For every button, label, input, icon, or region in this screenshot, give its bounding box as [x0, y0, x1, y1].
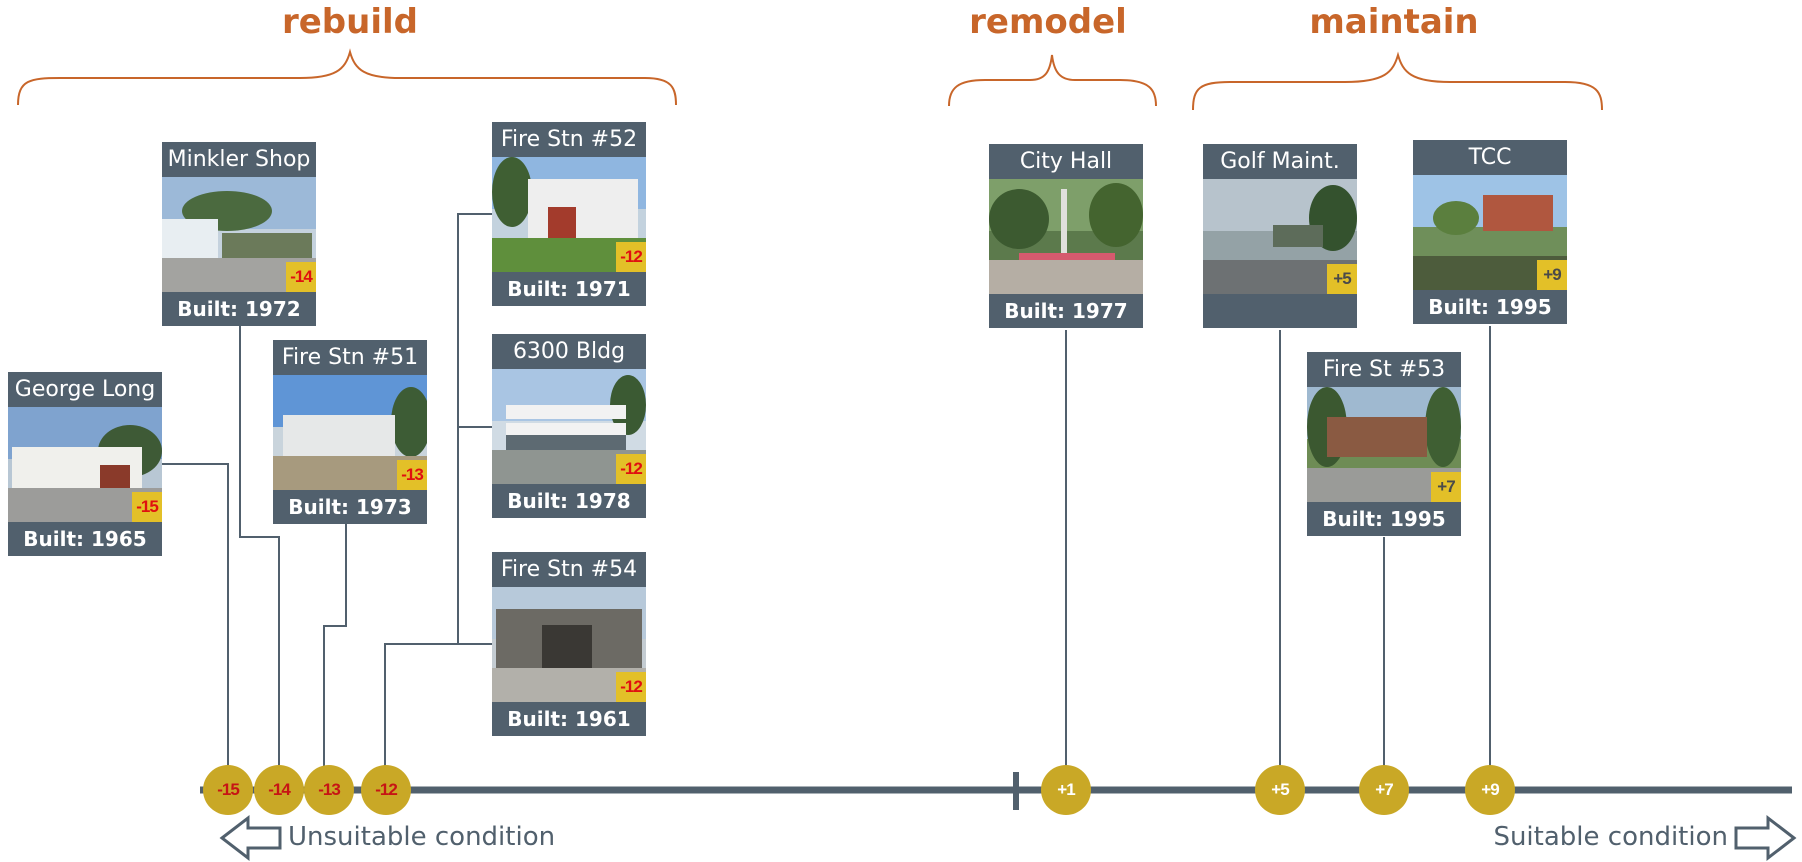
card-george-long: George Long -15 Built: 1965	[8, 372, 162, 556]
card-title: Fire St #53	[1322, 357, 1446, 382]
built-year: Built: 1977	[1004, 299, 1128, 323]
card-title: 6300 Bldg	[512, 339, 626, 364]
connector-george-long	[162, 463, 229, 790]
score-badge: -12	[616, 454, 646, 484]
built-year: Built: 1978	[507, 489, 631, 513]
built-year: Built: 1973	[288, 495, 412, 519]
heading-remodel: remodel	[969, 2, 1127, 42]
brace-rebuild	[17, 48, 677, 106]
connector-minkler-shop	[239, 326, 280, 790]
score-badge: +7	[1431, 472, 1461, 502]
score-badge: -12	[616, 672, 646, 702]
built-year: Built: 1961	[507, 707, 631, 731]
card-title: Fire Stn #54	[500, 557, 638, 582]
score-badge: -14	[286, 262, 316, 292]
card-fire-stn-54: Fire Stn #54 -12 Built: 1961	[492, 552, 646, 736]
building-photo: -13	[273, 375, 427, 490]
card-golf-maint: Golf Maint. +5	[1203, 144, 1357, 328]
timeline-point: -14	[254, 765, 304, 815]
card-tcc: TCC +9 Built: 1995	[1413, 140, 1567, 324]
heading-rebuild: rebuild	[281, 2, 419, 42]
heading-maintain: maintain	[1309, 2, 1479, 42]
timeline-point: +5	[1255, 765, 1305, 815]
card-city-hall: City Hall Built: 1977	[989, 144, 1143, 328]
built-year: Built: 1965	[23, 527, 147, 551]
timeline-point: +7	[1359, 765, 1409, 815]
timeline-point: +1	[1041, 765, 1091, 815]
built-year	[1203, 294, 1357, 328]
built-year: Built: 1995	[1322, 507, 1446, 531]
building-photo: +7	[1307, 387, 1461, 502]
building-photo	[989, 179, 1143, 294]
left-arrow-icon	[219, 814, 282, 862]
card-title: TCC	[1468, 145, 1512, 170]
building-photo: -15	[8, 407, 162, 522]
score-badge: -12	[616, 242, 646, 272]
card-title: City Hall	[1019, 149, 1113, 174]
card-minkler-shop: Minkler Shop -14 Built: 1972	[162, 142, 316, 326]
card-title: Fire Stn #52	[500, 127, 638, 152]
suitable-condition-label: Suitable condition	[1493, 822, 1728, 852]
card-fire-stn-51: Fire Stn #51 -13 Built: 1973	[273, 340, 427, 524]
card-fire-st-53: Fire St #53 +7 Built: 1995	[1307, 352, 1461, 536]
building-photo: -12	[492, 157, 646, 272]
card-title: Fire Stn #51	[281, 345, 419, 370]
building-photo: -12	[492, 587, 646, 702]
timeline-point: +9	[1465, 765, 1515, 815]
brace-remodel	[948, 54, 1157, 107]
building-photo: +9	[1413, 175, 1567, 290]
brace-maintain	[1192, 51, 1603, 111]
built-year: Built: 1971	[507, 277, 631, 301]
unsuitable-condition-label: Unsuitable condition	[288, 822, 556, 852]
card-title: Minkler Shop	[167, 147, 311, 172]
score-badge: -13	[397, 460, 427, 490]
right-arrow-icon	[1734, 814, 1797, 862]
score-badge: +5	[1327, 264, 1357, 294]
score-badge: -15	[132, 492, 162, 522]
card-6300-bldg: 6300 Bldg -12 Built: 1978	[492, 334, 646, 518]
card-title: George Long	[14, 377, 156, 402]
card-title: Golf Maint.	[1220, 149, 1340, 174]
built-year: Built: 1995	[1428, 295, 1552, 319]
building-photo: -12	[492, 369, 646, 484]
timeline-point: -15	[203, 765, 253, 815]
built-year: Built: 1972	[177, 297, 301, 321]
building-photo: -14	[162, 177, 316, 292]
score-badge: +9	[1537, 260, 1567, 290]
building-photo: +5	[1203, 179, 1357, 294]
connector-fire-stn-51	[323, 524, 347, 790]
card-fire-stn-52: Fire Stn #52 -12 Built: 1971	[492, 122, 646, 306]
timeline-point: -12	[361, 765, 411, 815]
timeline-point: -13	[304, 765, 354, 815]
